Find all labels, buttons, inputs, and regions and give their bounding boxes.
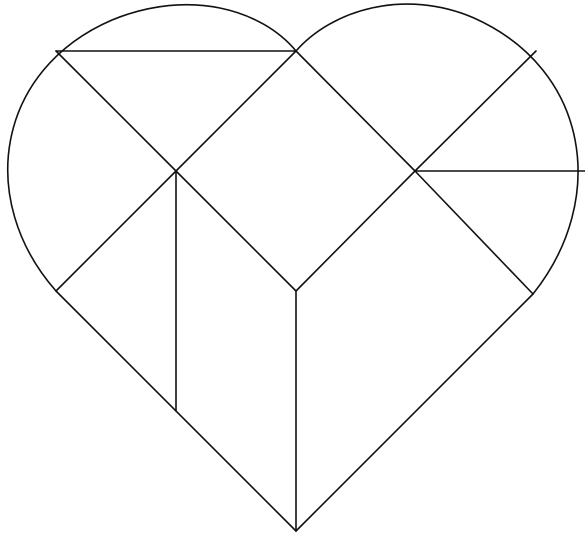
square-lower-right-edge: [296, 171, 415, 291]
heart-bottom-right-edge: [296, 294, 533, 531]
right-descending-diagonal: [415, 171, 533, 294]
left-ascending-diagonal: [56, 171, 176, 291]
left-descending-diagonal: [56, 51, 176, 171]
tangram-internal-lines: [56, 51, 585, 531]
heart-outline: [8, 4, 578, 531]
right-ascending-diagonal: [415, 51, 536, 171]
square-upper-left-edge: [176, 51, 296, 171]
square-upper-right-edge: [296, 51, 415, 171]
square-lower-left-edge: [176, 171, 296, 291]
